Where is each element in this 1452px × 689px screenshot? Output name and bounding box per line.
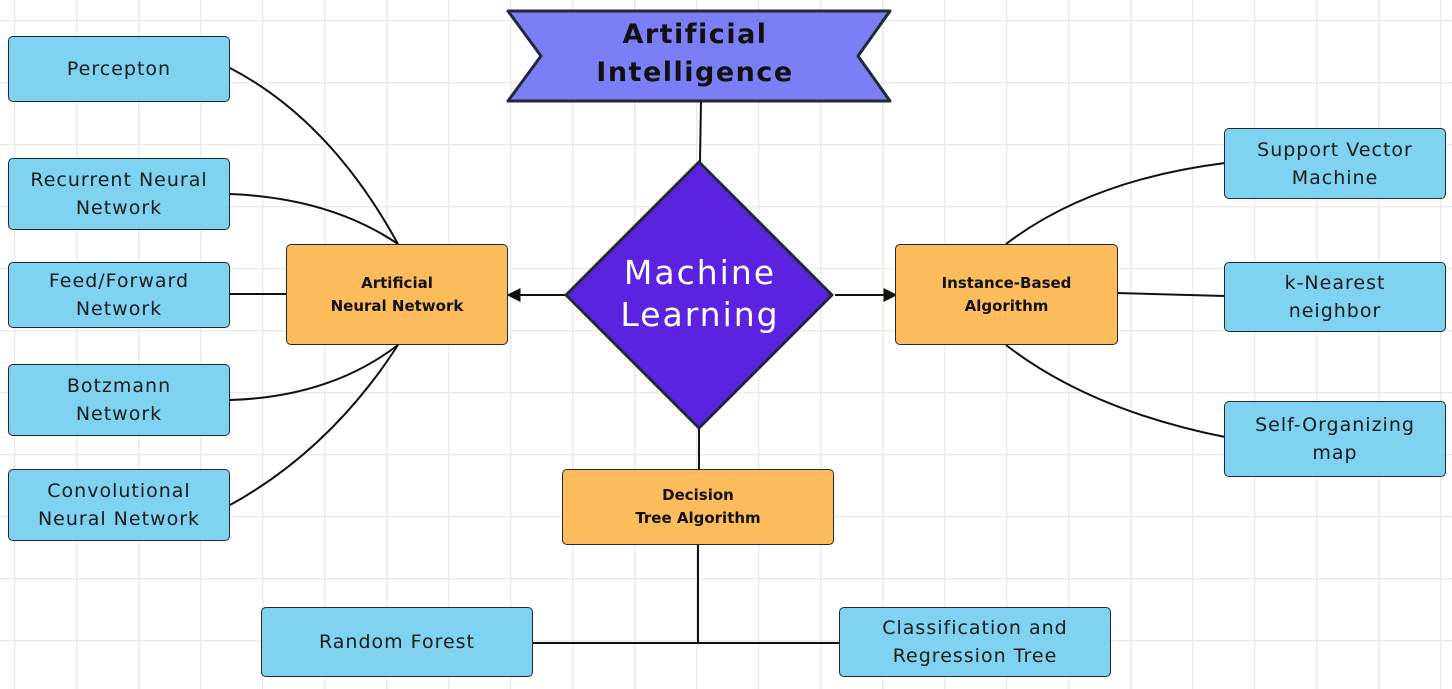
leaf-recurrent-nn: Recurrent Neural Network (8, 158, 230, 230)
leaf-percepton: Percepton (8, 36, 230, 102)
leaf-random-forest: Random Forest (261, 607, 533, 677)
leaf-knn-label: k-Nearest neighbor (1284, 272, 1386, 322)
leaf-cart-label: Classification and Regression Tree (882, 617, 1068, 667)
connector-cnn (229, 344, 399, 506)
leaf-random-forest-label: Random Forest (318, 631, 475, 653)
hub-ann: Artificial Neural Network (286, 244, 508, 345)
leaf-botzmann: Botzmann Network (8, 364, 230, 436)
leaf-convolutional-nn: Convolutional Neural Network (8, 469, 230, 541)
ml-title: Machine Learning (620, 253, 780, 334)
leaf-recurrent-nn-label: Recurrent Neural Network (30, 169, 208, 219)
connector-svm (1005, 162, 1226, 245)
leaf-convolutional-nn-label: Convolutional Neural Network (37, 480, 201, 530)
hub-decision-tree: Decision Tree Algorithm (562, 469, 834, 545)
connector-rnn (229, 193, 399, 245)
leaf-botzmann-label: Botzmann Network (66, 375, 172, 425)
hub-decision-tree-label: Decision Tree Algorithm (635, 486, 761, 527)
ai-banner (506, 9, 892, 103)
connector-percepton (229, 67, 399, 245)
connector-som (1005, 344, 1226, 438)
hub-instance-based-label: Instance-Based Algorithm (941, 273, 1072, 315)
connector-knn (1116, 292, 1226, 297)
leaf-svm-label: Support Vector Machine (1257, 138, 1413, 189)
leaf-som: Self-Organizing map (1224, 401, 1446, 477)
hub-instance-based: Instance-Based Algorithm (895, 244, 1118, 345)
connector-ai-to-ml (699, 100, 702, 163)
leaf-percepton-label: Percepton (66, 58, 172, 80)
hub-ann-label: Artificial Neural Network (330, 273, 464, 315)
leaf-cart: Classification and Regression Tree (839, 607, 1111, 677)
leaf-svm: Support Vector Machine (1224, 128, 1446, 199)
leaf-feed-forward-label: Feed/Forward Network (48, 270, 190, 320)
ml-diamond (564, 160, 834, 430)
ai-title: Artificial Intelligence (596, 19, 794, 88)
leaf-feed-forward: Feed/Forward Network (8, 262, 230, 328)
connector-botzmann (229, 344, 399, 401)
leaf-knn: k-Nearest neighbor (1224, 262, 1446, 332)
leaf-som-label: Self-Organizing map (1255, 414, 1415, 464)
